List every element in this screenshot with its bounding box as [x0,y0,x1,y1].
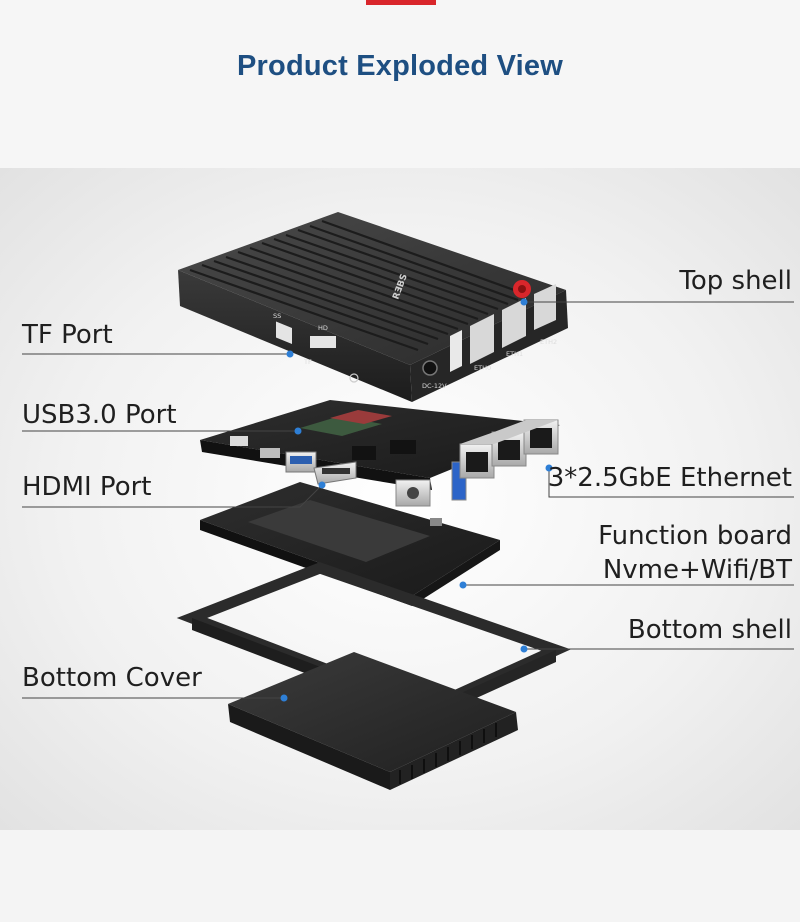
mark-eth0: ETH0 [474,364,491,372]
bottom-cover [228,652,518,790]
label-top-shell: Top shell [679,266,792,296]
mark-hd: HD [318,324,328,332]
mark-ss: SS [273,312,281,320]
label-tf-port: TF Port [22,320,113,350]
label-bottom-cover: Bottom Cover [22,663,202,693]
heatsink-fins [189,219,529,352]
callout-dots [280,298,553,702]
top-accent-bar [366,0,436,5]
mark-tf: TF [303,358,312,366]
main-board [200,400,560,507]
mark-eth1: ETH1 [506,350,523,358]
usb3-port [285,451,317,473]
hdmi-port [313,461,357,485]
label-bottom-shell: Bottom shell [627,615,792,645]
label-function-board: Function board [598,521,792,551]
label-ethernet: 3*2.5GbE Ethernet [547,463,792,493]
mark-dc: DC-12V [422,382,447,390]
bottom-band [0,830,800,922]
function-board [200,482,500,606]
ethernet-jacks [459,419,559,479]
top-shell: SS HD TF DC-12V ETH0 ETH1 ETH2 RƎBS [178,212,568,402]
label-hdmi-port: HDMI Port [22,472,152,502]
label-usb-port: USB3.0 Port [22,400,177,430]
label-function-board-spec: Nvme+Wifi/BT [602,555,792,585]
page-title: Product Exploded View [237,50,563,82]
callout-lines [22,301,794,699]
mark-eth2: ETH2 [540,338,557,346]
